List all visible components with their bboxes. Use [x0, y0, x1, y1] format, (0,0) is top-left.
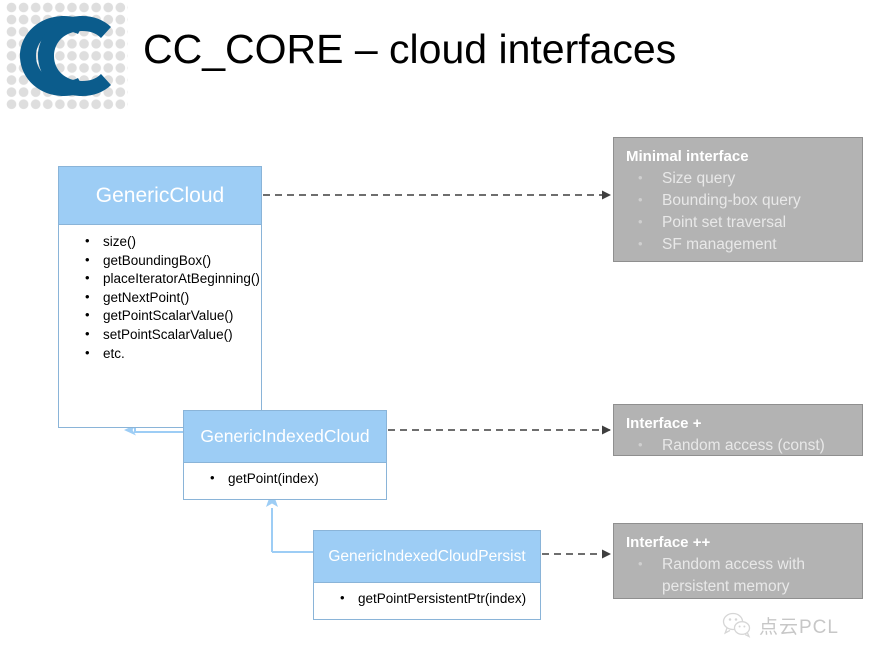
note-title: Interface + — [626, 415, 702, 432]
class-header-genericindexedcloudpersist: GenericIndexedCloudPersist — [314, 531, 540, 583]
method-item: setPointScalarValue() — [85, 325, 261, 345]
watermark-text: 点云PCL — [759, 616, 839, 638]
method-item: getPointPersistentPtr(index) — [340, 589, 540, 609]
note-item: Random access (const) — [626, 434, 852, 457]
watermark: 点云PCL — [722, 608, 870, 642]
method-item: getNextPoint() — [85, 288, 261, 308]
method-item: placeIteratorAtBeginning() — [85, 269, 261, 289]
class-header-genericcloud: GenericCloud — [59, 167, 261, 225]
method-item: getPointScalarValue() — [85, 306, 261, 326]
note-item: Random access with persistent memory — [626, 553, 852, 598]
note-item-list: Random access with persistent memory — [626, 553, 852, 598]
inheritance-indexedcloud-to-genericcloud — [134, 431, 183, 433]
method-item: getPoint(index) — [210, 469, 386, 489]
note-minimal-interface: Minimal interface Size query Bounding-bo… — [613, 137, 863, 262]
note-item: SF management — [626, 233, 852, 256]
note-item-list: Size query Bounding-box query Point set … — [626, 167, 852, 256]
note-title: Minimal interface — [626, 148, 749, 165]
method-item: size() — [85, 232, 261, 252]
note-interface-plusplus: Interface ++ Random access with persiste… — [613, 523, 863, 599]
method-item: etc. — [85, 344, 261, 364]
note-title: Interface ++ — [626, 534, 711, 551]
class-header-genericindexedcloud: GenericIndexedCloud — [184, 411, 386, 463]
page-title: CC_CORE – cloud interfaces — [143, 26, 677, 72]
method-list-genericindexedcloud: getPoint(index) — [184, 469, 386, 489]
note-item-line2: persistent memory — [662, 578, 790, 595]
class-box-genericindexedcloudpersist[interactable]: GenericIndexedCloudPersist getPointPersi… — [313, 530, 541, 620]
wechat-icon — [722, 612, 751, 638]
class-body-genericindexedcloud: getPoint(index) — [184, 463, 386, 499]
note-item-list: Random access (const) — [626, 434, 852, 457]
method-item: getBoundingBox() — [85, 251, 261, 271]
method-list-genericindexedcloudpersist: getPointPersistentPtr(index) — [314, 589, 540, 609]
note-item-line1: Random access with — [662, 556, 806, 573]
logo-cc-glyph — [20, 16, 111, 96]
note-item: Size query — [626, 167, 852, 190]
cloudcompare-logo — [6, 2, 128, 110]
note-item: Point set traversal — [626, 211, 852, 234]
class-box-genericindexedcloud[interactable]: GenericIndexedCloud getPoint(index) — [183, 410, 387, 500]
slide-header: CC_CORE – cloud interfaces — [0, 0, 883, 112]
note-interface-plus: Interface + Random access (const) — [613, 404, 863, 456]
method-list-genericcloud: size() getBoundingBox() placeIteratorAtB… — [59, 232, 261, 364]
note-item: Bounding-box query — [626, 189, 852, 212]
diagram-canvas: GenericCloud size() getBoundingBox() pla… — [0, 112, 883, 662]
class-body-genericcloud: size() getBoundingBox() placeIteratorAtB… — [59, 225, 261, 427]
class-box-genericcloud[interactable]: GenericCloud size() getBoundingBox() pla… — [58, 166, 262, 428]
class-body-genericindexedcloudpersist: getPointPersistentPtr(index) — [314, 583, 540, 619]
